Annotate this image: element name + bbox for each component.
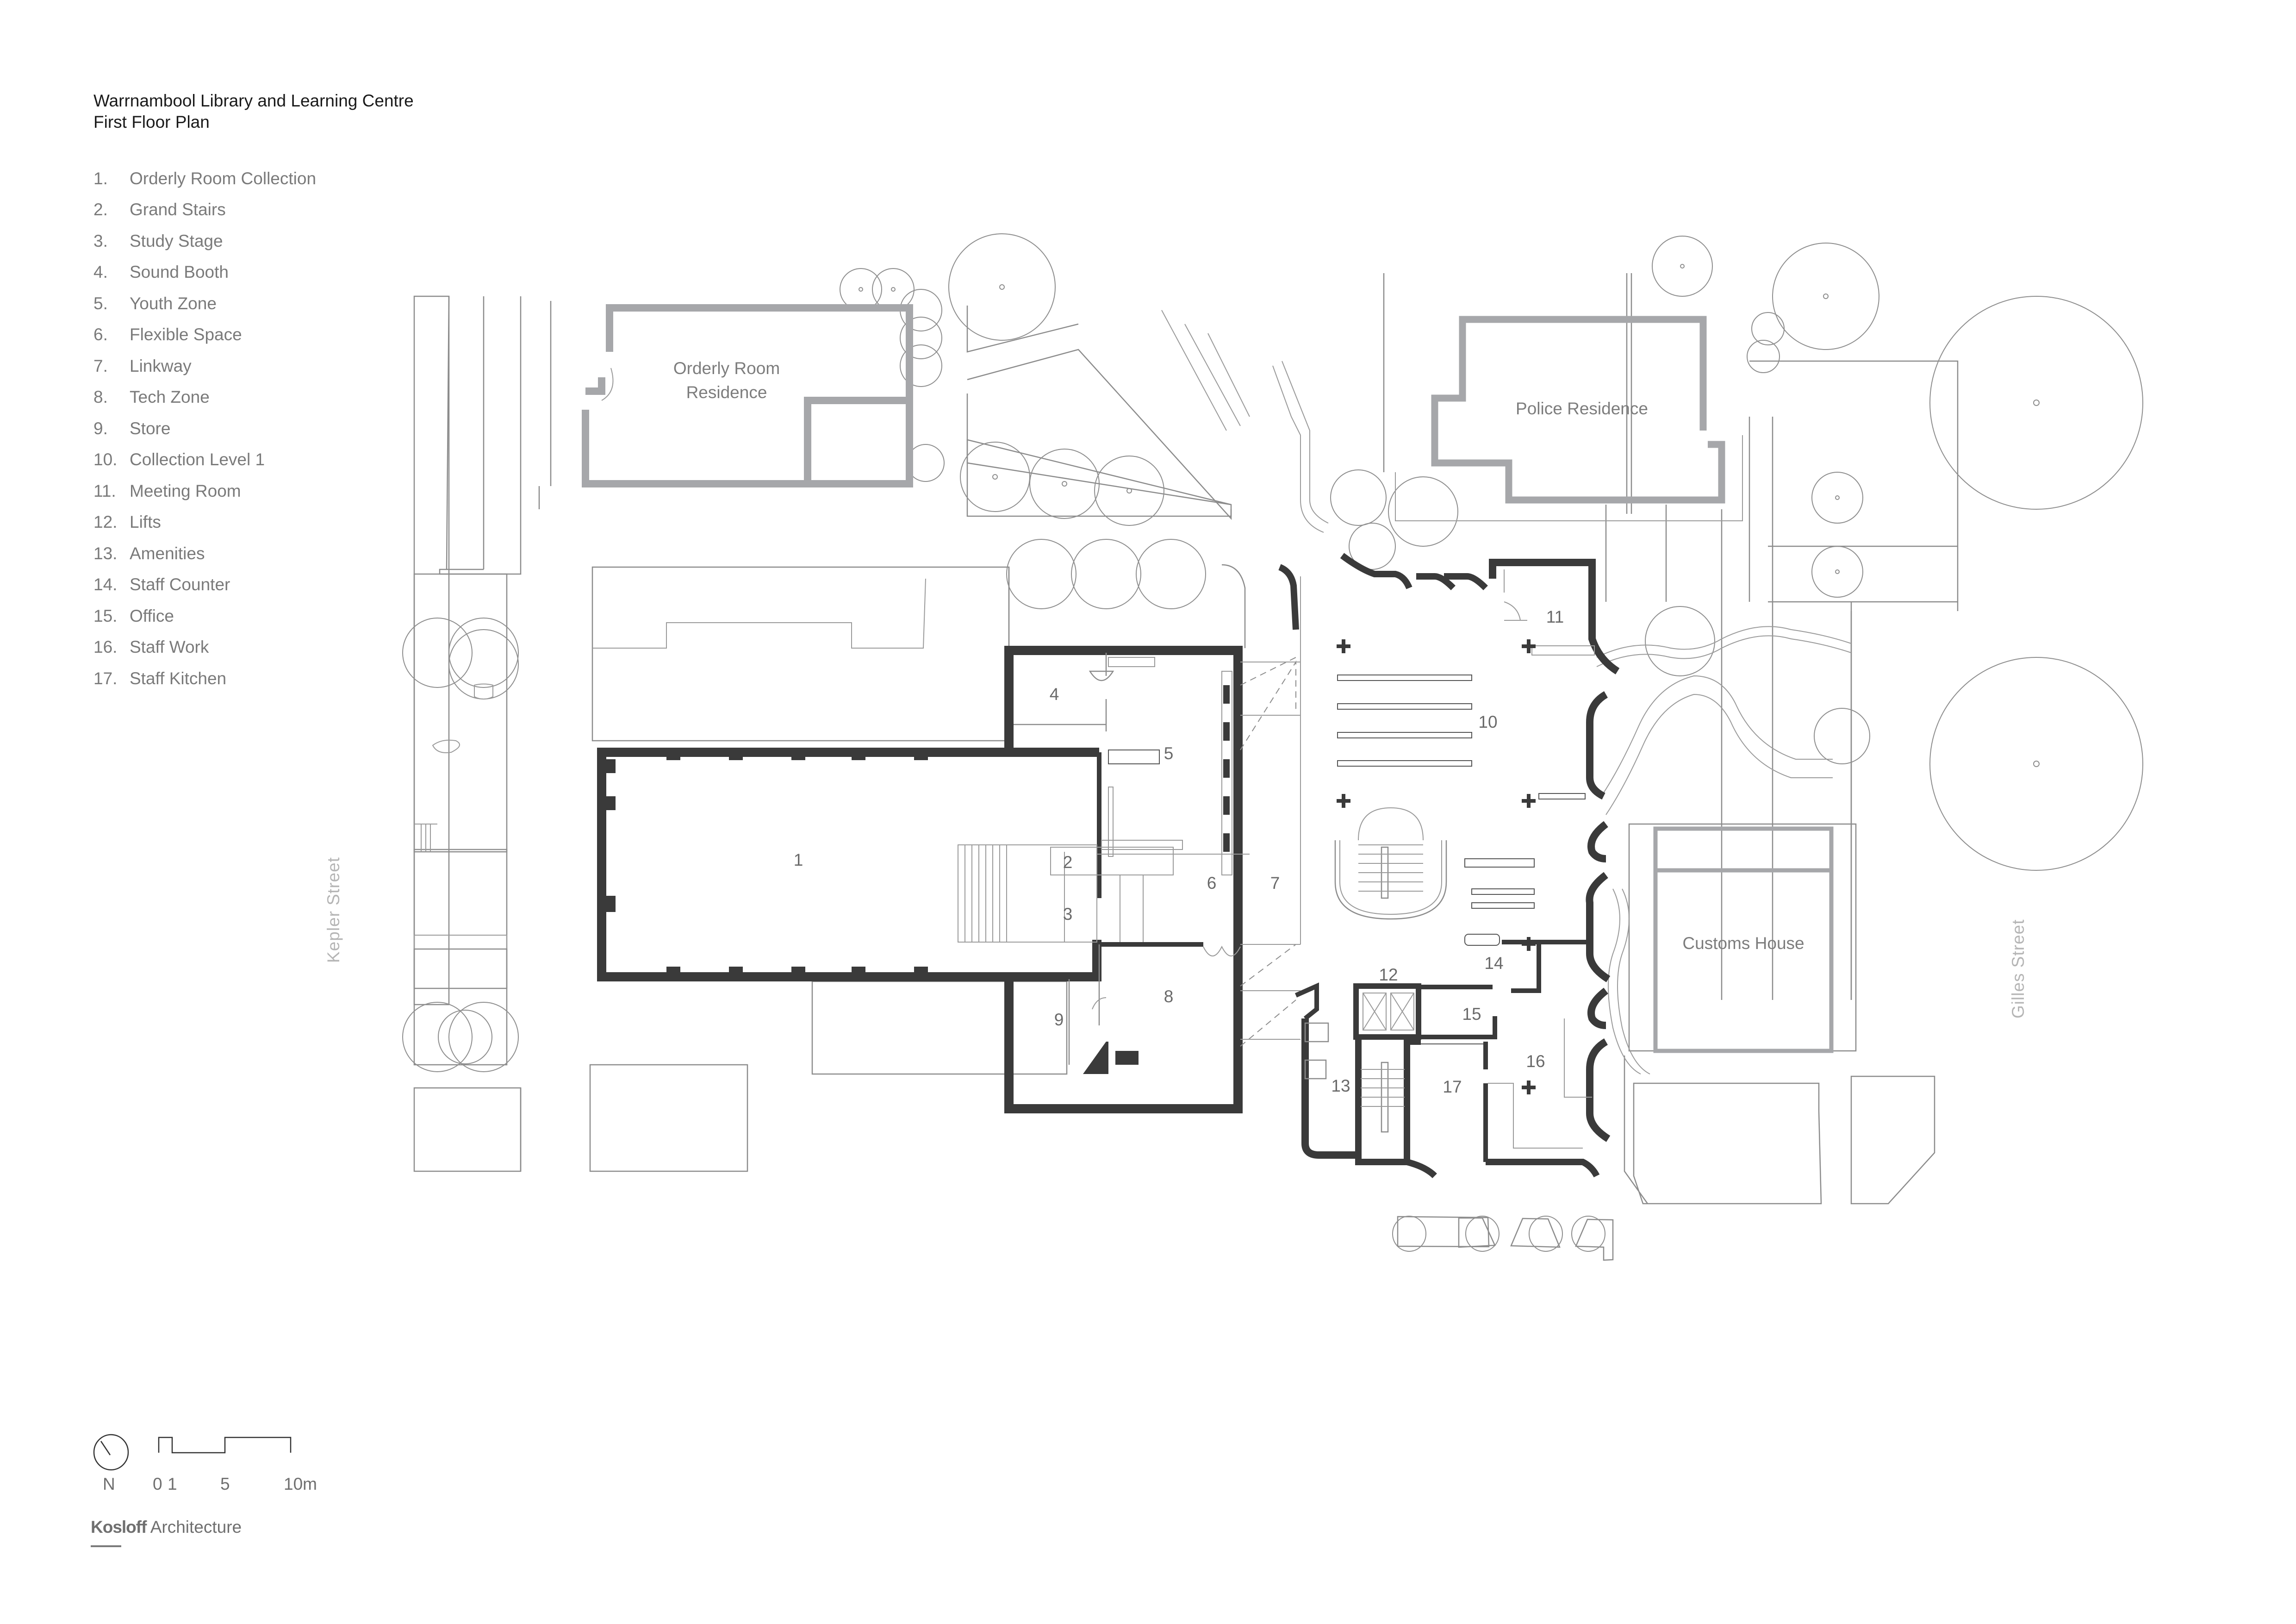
room-1-label: 1 xyxy=(794,850,803,869)
legend-label: Study Stage xyxy=(130,231,223,250)
legend-item: 7. Linkway xyxy=(93,350,316,382)
legend-number: 15. xyxy=(93,606,118,625)
legend-label: Sound Booth xyxy=(130,262,229,282)
legend-number: 12. xyxy=(93,512,118,532)
room-10-label: 10 xyxy=(1478,712,1497,731)
orderly-room-residence-label: Orderly Room xyxy=(673,359,780,378)
legend-item: 4. Sound Booth xyxy=(93,257,316,288)
police-residence: Police Residence xyxy=(1395,316,1743,521)
customs-house: Customs House xyxy=(1624,826,1935,1205)
scale-tick-1: 1 xyxy=(168,1474,177,1493)
police-residence-label: Police Residence xyxy=(1516,399,1648,418)
scale-tick-10m: 10m xyxy=(284,1474,317,1493)
room-13-label: 13 xyxy=(1331,1076,1350,1095)
legend-item: 2. Grand Stairs xyxy=(93,194,316,226)
planters xyxy=(1392,1216,1614,1261)
legend-number: 3. xyxy=(93,231,108,250)
drawing-subtitle: First Floor Plan xyxy=(93,112,210,131)
room-16-label: 16 xyxy=(1526,1052,1545,1071)
legend-number: 13. xyxy=(93,543,118,563)
north-arrow-icon xyxy=(93,1434,129,1471)
legend-number: 2. xyxy=(93,200,108,219)
room-8-label: 8 xyxy=(1164,987,1174,1006)
legend-label: Store xyxy=(130,418,171,438)
legend-item: 3. Study Stage xyxy=(93,225,316,257)
legend-label: Staff Counter xyxy=(130,575,230,594)
legend-label: Youth Zone xyxy=(130,294,217,313)
legend-item: 16. Staff Work xyxy=(93,632,316,663)
customs-house-label: Customs House xyxy=(1682,934,1804,953)
drawing-title-block: Warrnambool Library and Learning Centre … xyxy=(93,90,414,133)
room-7-label: 7 xyxy=(1270,874,1280,893)
project-title: Warrnambool Library and Learning Centre xyxy=(93,91,414,110)
room-legend: 1. Orderly Room Collection 2. Grand Stairs… xyxy=(93,163,316,694)
legend-item: 6. Flexible Space xyxy=(93,319,316,351)
legend-item: 15. Office xyxy=(93,600,316,632)
room-4-label: 4 xyxy=(1050,685,1059,704)
room-6-label: 6 xyxy=(1207,874,1217,893)
brand-name-bold: Kosloff xyxy=(91,1518,147,1537)
legend-label: Flexible Space xyxy=(130,325,242,344)
legend-item: 14. Staff Counter xyxy=(93,569,316,601)
legend-label: Meeting Room xyxy=(130,481,241,500)
legend-item: 12. Lifts xyxy=(93,507,316,538)
scale-tick-5: 5 xyxy=(220,1474,230,1493)
legend-item: 17. Staff Kitchen xyxy=(93,663,316,694)
north-label: N xyxy=(103,1474,115,1493)
trees xyxy=(840,233,2143,871)
legend-number: 16. xyxy=(93,637,118,657)
orderly-room-residence-label-2: Residence xyxy=(686,383,767,402)
legend-item: 8. Tech Zone xyxy=(93,382,316,413)
legend-number: 11. xyxy=(93,481,116,500)
legend-number: 8. xyxy=(93,387,108,407)
legend-number: 10. xyxy=(93,450,118,469)
legend-label: Tech Zone xyxy=(130,387,210,407)
orderly-room-residence: Orderly Room Residence xyxy=(582,304,913,487)
scale-bar xyxy=(158,1437,292,1454)
legend-item: 5. Youth Zone xyxy=(93,288,316,319)
legend-item: 10. Collection Level 1 xyxy=(93,444,316,476)
feature-stair xyxy=(1334,807,1447,920)
room-17-label: 17 xyxy=(1443,1077,1462,1096)
legend-number: 9. xyxy=(93,418,108,438)
legend-item: 9. Store xyxy=(93,413,316,444)
landscape-paths xyxy=(1596,626,1852,1074)
room-5-label: 5 xyxy=(1164,744,1174,763)
legend-label: Lifts xyxy=(130,512,161,532)
legend-label: Collection Level 1 xyxy=(130,450,265,469)
north-arrow xyxy=(93,1434,129,1471)
room-15-label: 15 xyxy=(1462,1005,1481,1024)
legend-number: 7. xyxy=(93,356,108,375)
room-9-label: 9 xyxy=(1054,1010,1064,1029)
legend-number: 6. xyxy=(93,325,108,344)
legend-number: 4. xyxy=(93,262,108,282)
legend-label: Staff Work xyxy=(130,637,209,657)
legend-item: 1. Orderly Room Collection xyxy=(93,163,316,194)
orderly-room-collection-wing: 1 2 3 4 5 6 7 8 9 xyxy=(597,646,1300,1113)
legend-label: Grand Stairs xyxy=(130,200,226,219)
legend-number: 5. xyxy=(93,294,108,313)
legend-number: 17. xyxy=(93,668,118,688)
room-11-label: 11 xyxy=(1546,607,1564,626)
architect-logo: Kosloff Architecture xyxy=(91,1518,242,1537)
collection-level-1-wing: 10 11 12 13 14 15 16 17 xyxy=(1278,553,1620,1179)
legend-item: 11. Meeting Room xyxy=(93,475,316,507)
room-12-label: 12 xyxy=(1379,965,1398,984)
legend-label: Orderly Room Collection xyxy=(130,169,317,188)
legend-label: Amenities xyxy=(130,543,205,563)
brand-underline xyxy=(91,1545,121,1547)
room-2-label: 2 xyxy=(1063,853,1073,872)
room-14-label: 14 xyxy=(1484,954,1503,973)
bookshelves xyxy=(1337,675,1586,909)
legend-label: Office xyxy=(130,606,174,625)
legend-number: 1. xyxy=(93,169,108,188)
brand-name-regular: Architecture xyxy=(150,1518,242,1537)
site-context-lines xyxy=(538,273,1959,1052)
room-3-label: 3 xyxy=(1063,905,1073,924)
legend-label: Staff Kitchen xyxy=(130,668,227,688)
legend-label: Linkway xyxy=(130,356,192,375)
legend-number: 14. xyxy=(93,575,118,594)
scale-tick-0: 0 xyxy=(153,1474,162,1493)
legend-item: 13. Amenities xyxy=(93,538,316,569)
